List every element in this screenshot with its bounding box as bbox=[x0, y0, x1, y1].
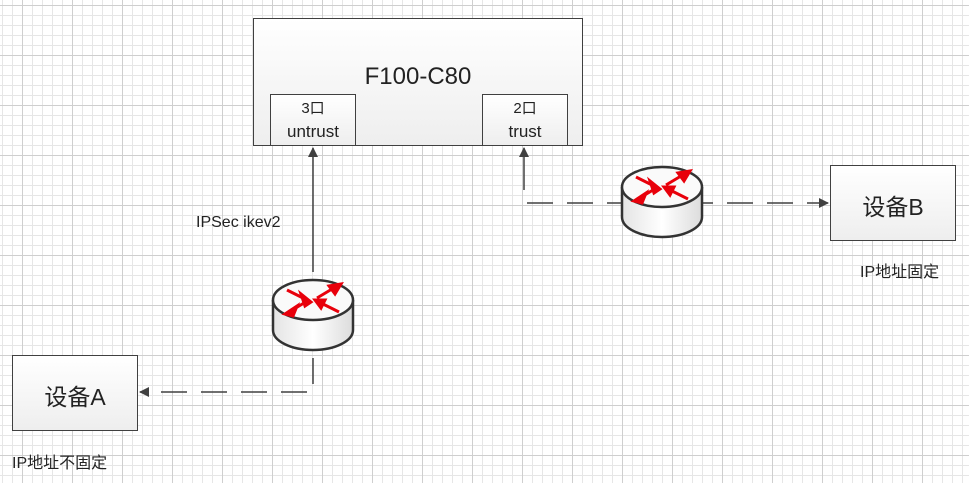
port-untrust-number: 3口 bbox=[301, 100, 325, 117]
link-router1-to-device-a bbox=[139, 358, 314, 397]
port-trust-zone: trust bbox=[508, 122, 542, 141]
device-a-note: IP地址不固定 bbox=[12, 455, 108, 472]
port-untrust-zone: untrust bbox=[287, 122, 339, 141]
router-icon-2 bbox=[620, 165, 704, 239]
device-b-name: 设备B bbox=[862, 194, 924, 220]
port-untrust: 3口 untrust bbox=[270, 94, 356, 146]
device-b-box: 设备B bbox=[830, 165, 956, 241]
ipsec-link-label: IPSec ikev2 bbox=[196, 214, 281, 231]
port-trust: 2口 trust bbox=[482, 94, 568, 146]
firewall-title: F100-C80 bbox=[364, 63, 472, 90]
router-icon-1 bbox=[271, 278, 355, 352]
device-a-box: 设备A bbox=[12, 355, 138, 431]
device-b-note: IP地址固定 bbox=[860, 264, 940, 281]
port-trust-number: 2口 bbox=[513, 100, 537, 117]
device-a-name: 设备A bbox=[44, 384, 106, 410]
